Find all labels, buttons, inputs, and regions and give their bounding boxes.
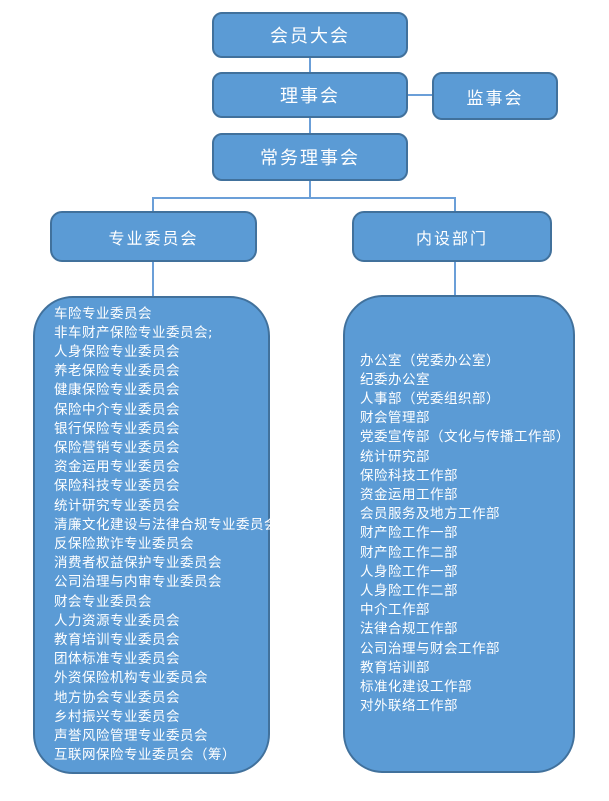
list-item: 保险营销专业委员会 bbox=[54, 439, 180, 456]
node-departments-header: 内设部门 bbox=[352, 211, 552, 262]
list-item: 人力资源专业委员会 bbox=[54, 612, 180, 629]
list-item: 标准化建设工作部 bbox=[360, 679, 472, 696]
list-item: 团体标准专业委员会 bbox=[54, 651, 180, 668]
list-item: 银行保险专业委员会 bbox=[54, 420, 180, 437]
list-item: 养老保险专业委员会 bbox=[54, 363, 180, 380]
connector-member-to-board bbox=[309, 58, 311, 73]
list-item: 法律合规工作部 bbox=[360, 621, 458, 638]
list-item: 人身险工作二部 bbox=[360, 583, 458, 599]
list-item: 统计研究专业委员会 bbox=[54, 497, 180, 514]
connector-board-to-standing bbox=[309, 118, 311, 134]
list-item: 资金运用专业委员会 bbox=[54, 459, 180, 476]
list-item: 保险科技工作部 bbox=[360, 467, 458, 484]
list-item: 财会管理部 bbox=[360, 410, 430, 427]
connector-to-committees-header bbox=[152, 197, 154, 212]
list-item: 财产险工作一部 bbox=[360, 525, 458, 542]
list-item: 地方协会专业委员会 bbox=[54, 689, 180, 706]
connector-departments-header-to-list bbox=[454, 262, 456, 296]
list-item: 教育培训部 bbox=[360, 659, 430, 676]
departments-list: 办公室（党委办公室） 纪委办公室人事部（党委组织部） 财会管理部党委宣传部（文化与传… bbox=[360, 352, 573, 717]
committees-list-box: 车险专业委员会非车财产保险专业委员会; 人身保险专业委员会养老保险专业委员会健康保… bbox=[33, 296, 278, 774]
connector-committees-header-to-list bbox=[152, 262, 154, 297]
list-item: 公司治理与内审专业委员会 bbox=[54, 574, 222, 591]
list-item: 保险科技专业委员会 bbox=[54, 478, 180, 495]
list-item: 反保险欺诈专业委员会 bbox=[54, 536, 194, 552]
departments-list-box: 办公室（党委办公室） 纪委办公室人事部（党委组织部） 财会管理部党委宣传部（文化与传… bbox=[343, 295, 575, 773]
list-item: 非车财产保险专业委员会; bbox=[54, 324, 214, 341]
list-item: 保险中介专业委员会 bbox=[54, 401, 180, 418]
list-item: 教育培训专业委员会 bbox=[54, 632, 180, 649]
connector-board-to-supervisory bbox=[408, 94, 433, 96]
node-member-assembly: 会员大会 bbox=[212, 12, 408, 58]
list-item: 财会专业委员会 bbox=[54, 593, 152, 610]
list-item: 资金运用工作部 bbox=[360, 486, 458, 503]
list-item: 消费者权益保护专业委员会 bbox=[54, 555, 222, 572]
connector-to-departments-header bbox=[454, 197, 456, 212]
list-item: 人身保险专业委员会 bbox=[54, 343, 180, 360]
list-item: 声誉风险管理专业委员会 bbox=[54, 728, 208, 745]
list-item: 互联网保险专业委员会（筹） bbox=[54, 747, 236, 764]
list-item: 对外联络工作部 bbox=[360, 698, 458, 715]
list-item: 公司治理与财会工作部 bbox=[360, 640, 500, 657]
list-item: 纪委办公室 bbox=[360, 371, 430, 388]
list-item: 清廉文化建设与法律合规专业委员会 bbox=[54, 516, 278, 533]
list-item: 车险专业委员会 bbox=[54, 305, 152, 322]
node-standing-board: 常务理事会 bbox=[212, 133, 408, 181]
connector-branch-crossbar bbox=[152, 197, 456, 199]
list-item: 中介工作部 bbox=[360, 602, 430, 619]
list-item: 党委宣传部（文化与传播工作部） bbox=[360, 429, 570, 446]
list-item: 健康保险专业委员会 bbox=[54, 382, 180, 399]
connector-standing-stub bbox=[309, 181, 311, 198]
list-item: 人身险工作一部 bbox=[360, 563, 458, 580]
node-supervisory-board: 监事会 bbox=[432, 72, 558, 120]
list-item: 外资保险机构专业委员会 bbox=[54, 670, 208, 687]
list-item: 财产险工作二部 bbox=[360, 544, 458, 561]
list-item: 办公室（党委办公室） bbox=[360, 352, 500, 369]
list-item: 会员服务及地方工作部 bbox=[360, 506, 500, 523]
node-board-of-directors: 理事会 bbox=[212, 72, 408, 118]
list-item: 乡村振兴专业委员会 bbox=[54, 708, 180, 725]
list-item: 人事部（党委组织部） bbox=[360, 390, 500, 407]
list-item: 统计研究部 bbox=[360, 448, 430, 465]
node-committees-header: 专业委员会 bbox=[50, 211, 257, 262]
committees-list: 车险专业委员会非车财产保险专业委员会; 人身保险专业委员会养老保险专业委员会健康保… bbox=[54, 305, 278, 766]
